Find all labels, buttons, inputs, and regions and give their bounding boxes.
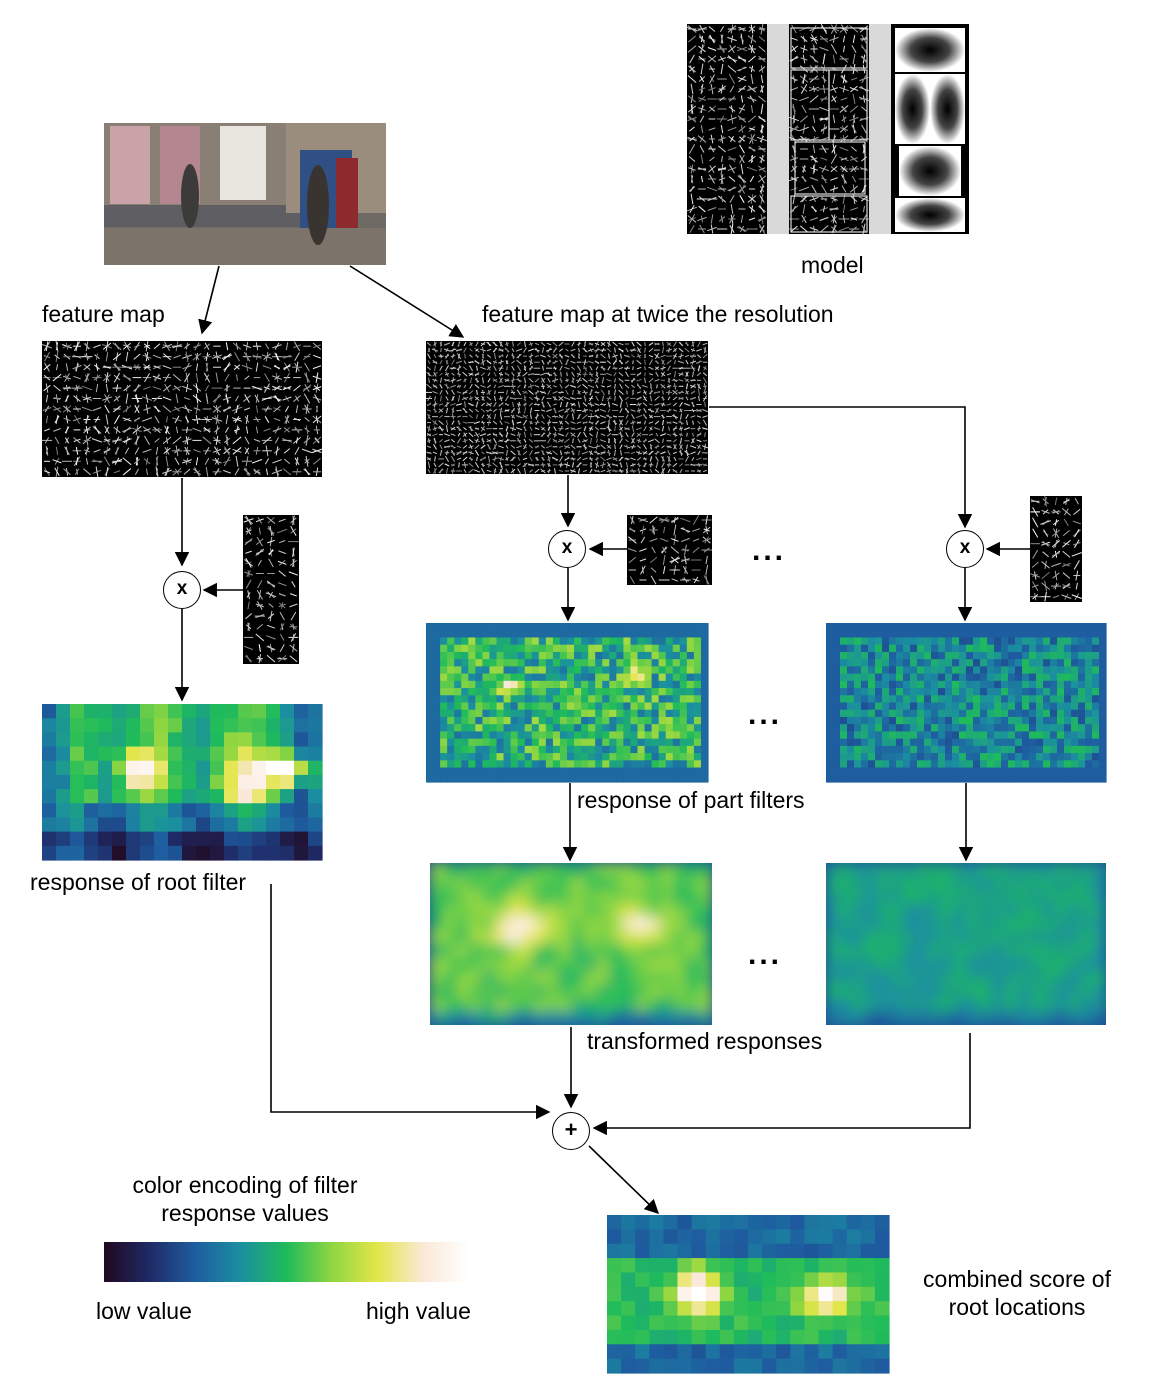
ellipsis-transformed: ... (748, 938, 783, 971)
colorbar (104, 1242, 469, 1282)
part-filter-n-image (1029, 495, 1082, 602)
high-value-label: high value (366, 1298, 471, 1324)
model-label: model (801, 252, 864, 278)
feature-map-twice-label: feature map at twice the resolution (482, 301, 834, 327)
sum-operator: + (552, 1112, 590, 1150)
model-panel (686, 23, 969, 235)
multiply-operator-root: x (163, 571, 201, 609)
combined-score-heatmap (607, 1215, 890, 1374)
part-filters-response-label: response of part filters (577, 787, 805, 813)
low-value-label: low value (96, 1298, 192, 1324)
transformed-response-n-heatmap (826, 863, 1106, 1025)
multiply-operator-part-1: x (548, 530, 586, 568)
part-response-n-heatmap (826, 623, 1107, 783)
feature-map-label: feature map (42, 301, 165, 327)
transformed-response-1-heatmap (430, 863, 712, 1025)
part-response-1-heatmap (426, 623, 709, 783)
root-filter-response-label: response of root filter (30, 869, 247, 895)
input-photo (104, 123, 386, 265)
combined-score-label: combined score of root locations (923, 1266, 1111, 1320)
root-response-heatmap (42, 704, 323, 861)
feature-map-twice-image (426, 340, 709, 474)
arrows (174, 265, 1030, 1215)
color-encoding-label: color encoding of filter response values (132, 1172, 358, 1226)
ellipsis-filters: ... (752, 534, 787, 567)
part-filter-1-image (627, 515, 712, 585)
root-filter-image (243, 515, 299, 664)
transformed-responses-label: transformed responses (587, 1028, 823, 1054)
multiply-operator-part-n: x (946, 530, 984, 568)
ellipsis-part-responses: ... (748, 698, 783, 731)
feature-map-image (41, 340, 323, 478)
